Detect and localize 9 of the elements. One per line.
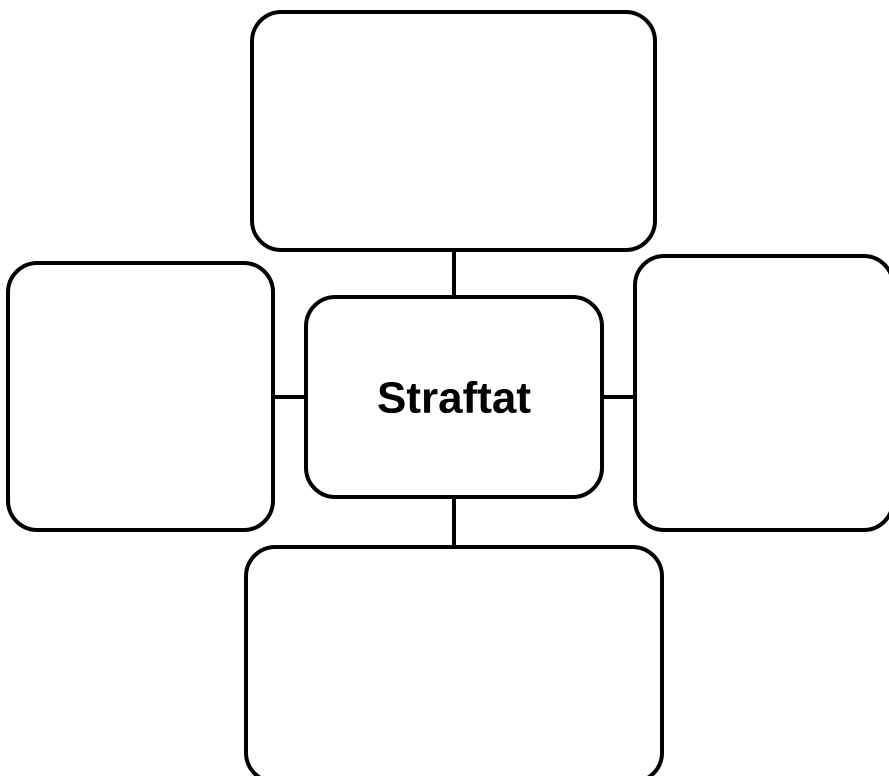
center-box: Straftat [304,295,604,499]
empty-box [244,545,664,776]
connector-line [452,252,456,295]
connector-line [604,395,633,399]
empty-box [6,261,275,532]
empty-box [250,10,657,252]
empty-box [633,254,889,532]
connector-line [275,395,304,399]
connector-line [452,499,456,545]
